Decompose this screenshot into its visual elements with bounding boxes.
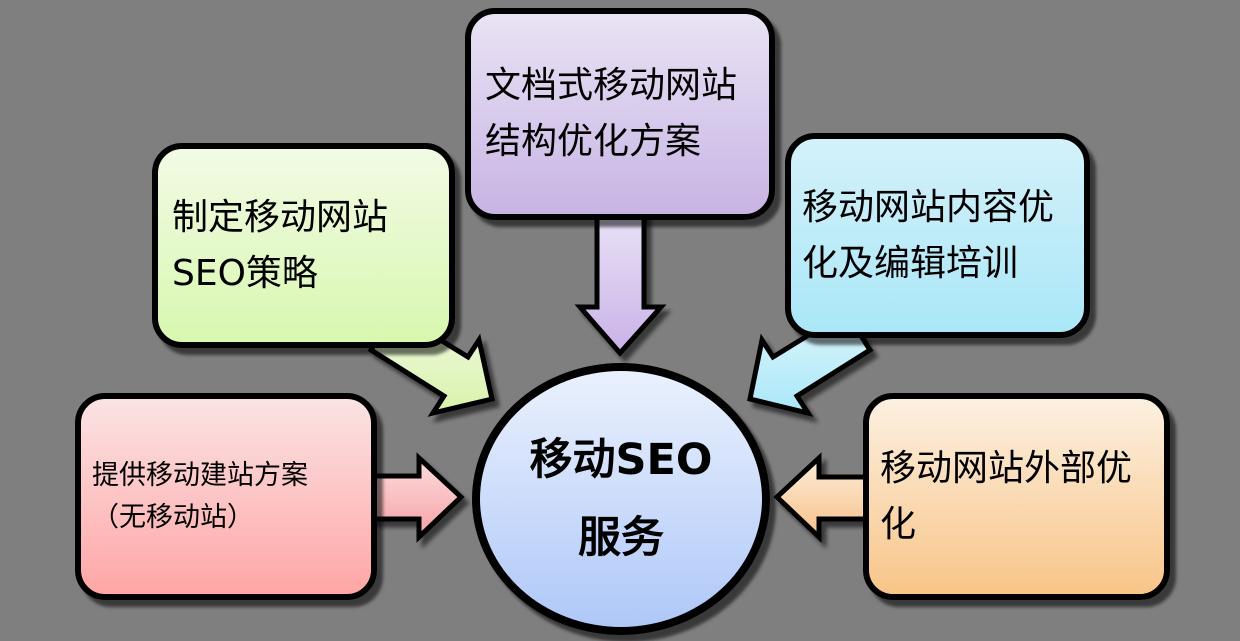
node-seo-strategy-label-line2: SEO策略: [172, 252, 318, 294]
node-external-optimization: 移动网站外部优 化: [863, 393, 1170, 600]
node-build-plan: 提供移动建站方案 （无移动站）: [75, 393, 377, 600]
node-doc-structure: 文档式移动网站 结构优化方案: [465, 8, 775, 220]
arrow-build-plan-icon: [365, 452, 465, 543]
node-external-optimization-label-line2: 化: [880, 503, 917, 545]
node-seo-service-label-line1: 移动SEO: [529, 435, 713, 485]
node-build-plan-label-line2: （无移动站）: [92, 501, 254, 533]
node-content-training-label-line2: 化及编辑培训: [802, 242, 1019, 284]
node-doc-structure-label-line2: 结构优化方案: [485, 121, 702, 162]
arrow-external-optimization-icon: [773, 452, 873, 543]
node-external-optimization-label-line1: 移动网站外部优: [880, 447, 1133, 489]
node-build-plan-label-line1: 提供移动建站方案: [92, 459, 308, 491]
node-doc-structure-label-line1: 文档式移动网站: [485, 65, 738, 106]
node-seo-service: 移动SEO 服务: [472, 363, 770, 635]
node-seo-strategy: 制定移动网站 SEO策略: [152, 143, 455, 348]
node-content-training-label-line1: 移动网站内容优: [802, 186, 1055, 228]
node-seo-strategy-label-line1: 制定移动网站: [172, 196, 389, 238]
node-seo-service-label-line2: 服务: [578, 513, 664, 563]
node-content-training: 移动网站内容优 化及编辑培训: [785, 133, 1090, 338]
arrow-doc-structure-icon: [574, 209, 667, 357]
